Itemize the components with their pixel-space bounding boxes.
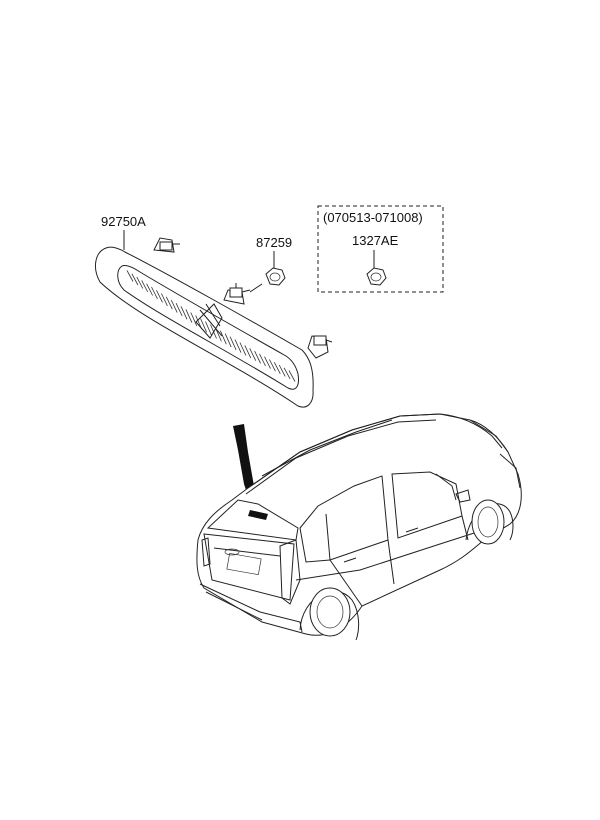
label-date-range: (070513-071008) [323,210,423,225]
variant-box [317,205,444,293]
label-92750a: 92750A [101,214,146,229]
nut-87259-icon [249,267,286,293]
lens-segment [273,362,281,374]
lens-segment [254,350,261,364]
lens-segment [205,321,212,336]
lens-segment [131,273,139,286]
front-wheel-icon [465,499,514,545]
lens-segment [269,359,276,372]
lens-segment [200,318,207,333]
lens-segment [278,364,286,377]
lens-segment [288,370,296,382]
lens-segment [224,333,232,348]
lens-segment [259,353,266,367]
mounting-stud-left [153,237,180,253]
lens-segment [175,303,183,317]
license-plate [226,552,262,576]
lens-segment [185,309,193,323]
lens-segment [151,286,158,300]
mounting-stud-center [223,283,251,305]
lens-segment [146,283,153,296]
mounting-stud-right [307,335,333,359]
label-87259: 87259 [256,235,292,250]
lens-segment [126,270,134,282]
lens-segment [136,276,144,289]
lens-segment [234,339,242,353]
lens-segment [229,336,237,351]
lens-segments [126,270,296,382]
lens-segment [161,293,168,306]
lens-segment [165,296,173,310]
lens-segment [190,312,198,327]
lens-segment [156,290,163,303]
lens-segment [180,306,188,320]
nut-1327ae-icon [366,267,387,286]
brake-lamp-location [248,510,268,520]
lens-segment [264,356,271,369]
lens-segment [170,299,178,313]
lens-segment [219,330,227,345]
lens-segment [249,348,257,361]
lens-segment [141,280,149,293]
vehicle-icon [196,413,522,641]
stop-lamp-icon [94,237,333,408]
lens-segment [244,345,252,359]
label-1327ae: 1327AE [352,233,399,248]
lens-segment [239,342,247,356]
lens-segment [283,367,291,380]
rear-wheel-icon [299,587,360,641]
